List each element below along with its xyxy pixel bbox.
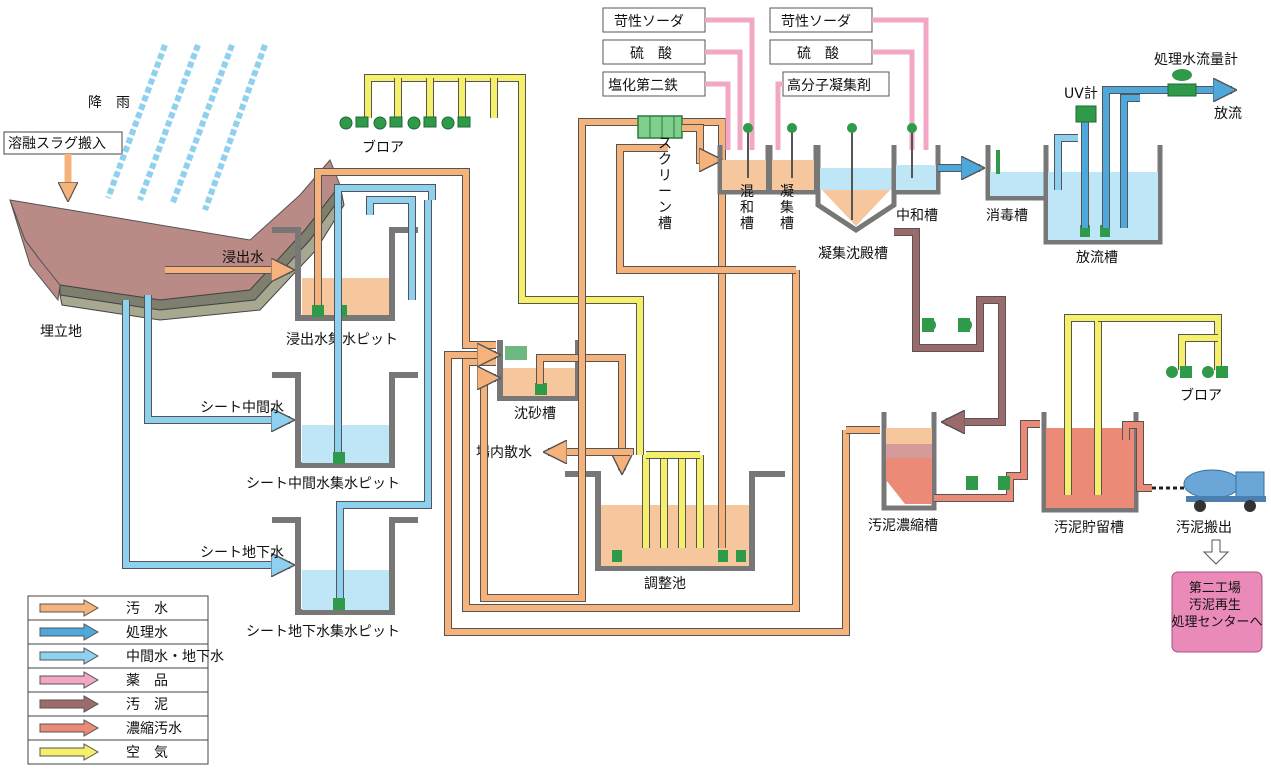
settling-tank-label: 凝集沈殿槽 <box>818 245 888 262</box>
flow-meter-icon <box>1167 69 1197 97</box>
sludge-pumps <box>922 318 972 332</box>
coag-tank-label: 凝集槽 <box>780 184 794 232</box>
chem-caustic-1: 苛性ソーダ <box>614 13 684 30</box>
neutral-tank <box>891 123 941 195</box>
tanker-truck-icon <box>1183 469 1266 512</box>
legend-label: 汚 水 <box>126 601 168 617</box>
blower2-label: ブロア <box>1180 387 1222 404</box>
blower2-units <box>1166 366 1228 378</box>
sludge-out-label: 汚泥搬出 <box>1176 520 1232 536</box>
legend-item: 汚 水 <box>27 595 209 621</box>
legend-label: 濃縮汚水 <box>126 721 182 737</box>
chemical-supply-right <box>769 7 890 97</box>
chemical-lines-right <box>775 17 929 150</box>
legend-item: 濃縮汚水 <box>27 715 209 741</box>
rain-arrows <box>105 43 268 212</box>
legend-label: 処理水 <box>126 625 168 641</box>
chem-polymer: 高分子凝集剤 <box>787 77 871 94</box>
sheet-ground-pit-label: シート地下水集水ピット <box>246 623 400 640</box>
settling-tank <box>815 123 897 233</box>
destination-label: 第二工場 汚泥再生 処理センターへ <box>1171 581 1262 630</box>
legend-arrow-icon <box>39 623 100 641</box>
sand-tank-label: 沈砂槽 <box>514 406 556 422</box>
chemical-lines-left <box>705 17 755 150</box>
chem-caustic-2: 苛性ソーダ <box>781 13 851 30</box>
sand-to-eq-pipe <box>536 354 622 470</box>
mixing-tank-label: 混和槽 <box>740 184 754 232</box>
blower1-units <box>339 116 471 130</box>
sheet-mid-pit <box>272 372 418 468</box>
thick-sludge-pumps <box>966 476 1010 490</box>
thickener-tank <box>881 412 937 511</box>
thickener-label: 汚泥濃縮槽 <box>868 518 938 534</box>
legend-arrow-icon <box>39 695 100 713</box>
equalization-label: 調整池 <box>644 576 686 592</box>
flow-meter-label: 処理水流量計 <box>1154 52 1238 68</box>
chem-sulfuric-1: 硫 酸 <box>630 46 672 62</box>
storage-out-line <box>1122 421 1152 492</box>
rain-label: 降 雨 <box>88 95 130 111</box>
destination-box <box>1171 571 1263 653</box>
chem-ferric: 塩化第二鉄 <box>608 77 678 94</box>
onsite-spray-line <box>548 452 634 455</box>
blower2-air-lines <box>1064 314 1222 495</box>
sheet-ground-label: シート地下水 <box>200 545 284 561</box>
landfill-label: 埋立地 <box>40 324 82 340</box>
uv-meter-label: UV計 <box>1064 86 1098 102</box>
onsite-spray-label: 場内散水 <box>476 445 532 461</box>
sludge-storage-label: 汚泥貯留槽 <box>1054 520 1124 536</box>
screen-tank-label: スクリーン槽 <box>658 136 672 232</box>
discharge-tank-label: 放流槽 <box>1076 250 1118 266</box>
legend-arrow-icon <box>39 671 100 689</box>
slag-input-label: 溶融スラグ搬入 <box>8 136 106 152</box>
neutral-tank-label: 中和槽 <box>896 208 938 224</box>
sheet-mid-label: シート中間水 <box>200 400 284 416</box>
legend-label: 中間水・地下水 <box>126 649 224 665</box>
disinfect-tank-label: 消毒槽 <box>986 208 1028 224</box>
leachate-label: 浸出水 <box>222 250 264 266</box>
screen-to-mixing-pipe <box>682 124 718 160</box>
legend-label: 薬 品 <box>126 673 168 689</box>
sludge-line <box>894 228 1006 422</box>
legend-arrow-icon <box>39 743 100 761</box>
legend-arrow-icon <box>39 599 100 617</box>
equalization-air-diffusers <box>642 451 704 548</box>
legend-item: 薬 品 <box>27 667 209 693</box>
sheet-ground-pit <box>272 517 418 615</box>
pit-outflow-pipes <box>314 168 496 598</box>
equalization-pond <box>565 471 785 571</box>
chem-sulfuric-2: 硫 酸 <box>797 46 839 62</box>
legend-label: 空 気 <box>126 745 168 761</box>
sheet-mid-pit-label: シート中間水集水ピット <box>246 475 400 492</box>
slag-input-box <box>3 131 123 155</box>
sheet-mid-line <box>144 295 290 420</box>
uv-meter-icon <box>1075 105 1097 123</box>
sheet-ground-line <box>122 300 290 565</box>
legend-label: 汚 泥 <box>126 697 168 713</box>
disinfect-tank <box>985 145 1049 201</box>
legend-arrow-icon <box>39 719 100 737</box>
return-loop-pipes <box>444 118 880 636</box>
thick-sludge-line <box>934 420 1040 502</box>
discharge-label: 放流 <box>1214 106 1242 122</box>
screen-tank <box>637 115 683 139</box>
legend-item: 汚 泥 <box>27 691 209 717</box>
legend-item: 空 気 <box>27 739 209 765</box>
chemical-supply-left <box>602 7 706 97</box>
down-arrow-icon <box>1202 539 1230 565</box>
legend-arrow-icon <box>39 647 100 665</box>
legend-item: 処理水 <box>27 619 209 645</box>
blower1-label: ブロア <box>362 139 404 156</box>
blower1-air-lines <box>364 74 644 455</box>
legend-item: 中間水・地下水 <box>27 643 224 669</box>
